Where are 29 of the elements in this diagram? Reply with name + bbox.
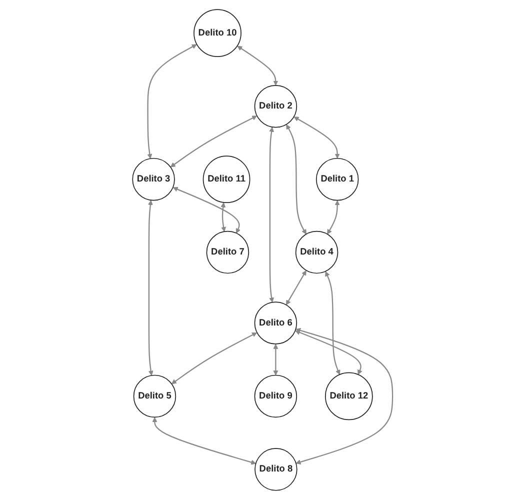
arrow [286, 270, 306, 306]
arrow [220, 202, 226, 232]
arrow [294, 116, 340, 159]
node-circle: Delito 7 [206, 230, 249, 274]
node-circle: Delito 4 [295, 230, 338, 274]
arrow [237, 46, 278, 86]
arrow [286, 124, 306, 234]
arrow [325, 271, 340, 375]
node-circle: Delito 2 [254, 84, 297, 128]
arrow [326, 200, 340, 234]
node-circle: Delito 10 [193, 9, 242, 58]
node-circle: Delito 11 [202, 156, 250, 203]
arrow [148, 200, 154, 376]
node-circle: Delito 9 [254, 374, 297, 418]
arrow [170, 116, 257, 168]
arrow [152, 417, 256, 465]
node-circle: Delito 12 [324, 372, 373, 420]
node-circle: Delito 6 [254, 302, 297, 344]
node-circle: Delito 3 [132, 158, 175, 201]
arrow [147, 44, 197, 159]
arrow [268, 127, 274, 303]
node-circle: Delito 8 [254, 448, 298, 491]
node-circle: Delito 5 [133, 374, 176, 418]
arrow [296, 328, 394, 464]
arrow [172, 186, 240, 234]
arrow [273, 344, 278, 376]
arrow [295, 330, 362, 375]
node-circle: Delito 1 [316, 158, 359, 201]
arrow [171, 332, 257, 384]
